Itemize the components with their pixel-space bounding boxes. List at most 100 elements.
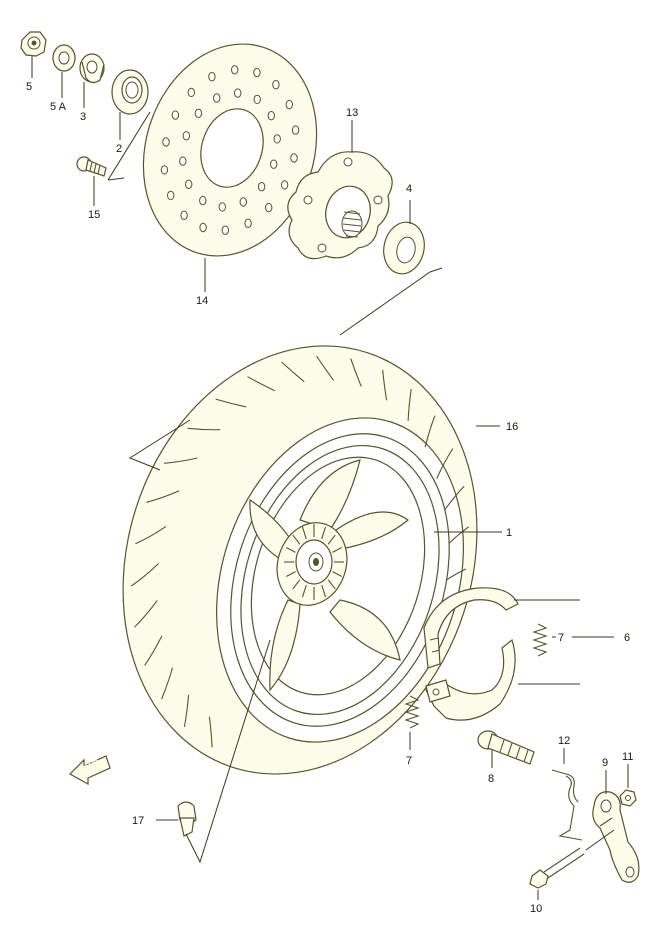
- disc-hole: [180, 210, 188, 221]
- callout-10: 10: [530, 903, 542, 915]
- washer-part-5a: [52, 44, 76, 72]
- disc-hole: [273, 134, 281, 144]
- forward-direction-arrow: [69, 755, 111, 786]
- callout-17: 17: [132, 815, 144, 827]
- hub-fin: [292, 534, 301, 545]
- tread-groove: [215, 398, 247, 408]
- tread-groove: [350, 358, 362, 387]
- callout-12: 12: [558, 735, 570, 747]
- disc-hole: [199, 222, 207, 233]
- disc-hole: [291, 125, 300, 135]
- callout-16: 16: [506, 421, 518, 433]
- hub-fin: [321, 584, 327, 598]
- disc-hole: [272, 80, 280, 90]
- hub-fin: [327, 534, 336, 545]
- spring-lower-part-7: [404, 695, 420, 729]
- tread-groove: [161, 667, 174, 700]
- hub-fin: [292, 579, 301, 590]
- hub-fin: [332, 571, 342, 577]
- disc-hole: [244, 218, 252, 229]
- disc-hole: [185, 179, 193, 190]
- seal-part-2: [111, 69, 149, 115]
- callout-4: 4: [406, 183, 412, 195]
- disc-hole: [265, 202, 273, 213]
- hub-fin: [327, 579, 336, 590]
- hub-fin: [301, 584, 307, 598]
- hub-fin: [321, 526, 327, 540]
- disc-hole: [208, 72, 216, 82]
- disc-hole: [231, 65, 239, 75]
- callout-14: 14: [196, 295, 208, 307]
- tread-groove: [135, 525, 167, 545]
- callout-5a: 5 A: [50, 101, 67, 113]
- disc-hole: [160, 165, 169, 175]
- hub-fin: [332, 547, 342, 553]
- washer-part-4: [383, 221, 425, 275]
- disc-hole: [285, 99, 293, 110]
- disc-hole: [234, 88, 242, 98]
- tread-groove: [187, 427, 221, 431]
- brake-shoe-lower-part-6: [425, 638, 516, 721]
- callout-8: 8: [488, 773, 494, 785]
- tread-groove: [144, 635, 163, 666]
- callout-3: 3: [80, 111, 86, 123]
- spring-upper-part-7: [532, 623, 548, 657]
- tread-groove: [316, 355, 334, 381]
- disc-hole: [221, 225, 230, 235]
- bolt-part-15: [76, 156, 107, 177]
- callout-5: 5: [26, 81, 32, 93]
- hub-fin: [301, 526, 307, 540]
- hub-fin: [286, 571, 296, 577]
- tread-groove: [424, 415, 436, 448]
- brake-cam-part-8: [477, 730, 535, 765]
- disc-hole: [257, 182, 266, 192]
- tread-groove: [436, 448, 454, 479]
- disc-hole: [171, 110, 180, 120]
- collar-part-3: [79, 53, 105, 84]
- tread-groove: [247, 376, 275, 392]
- disc-hole: [218, 202, 227, 212]
- tread-groove: [130, 563, 159, 587]
- return-spring-part-12: [551, 769, 583, 841]
- bolt-part-10: [529, 829, 615, 889]
- callout-1: 1: [506, 527, 512, 539]
- tread-groove: [183, 694, 190, 727]
- hub-fin: [286, 547, 296, 553]
- disc-hole: [179, 156, 187, 166]
- brake-arm-part-9: [592, 791, 640, 883]
- tread-groove: [146, 490, 180, 503]
- callout-6: 6: [624, 632, 630, 644]
- disc-hole: [187, 87, 196, 98]
- disc-hole: [253, 67, 261, 78]
- wheel-rim-part-1: [230, 433, 450, 727]
- disc-hole: [239, 197, 248, 207]
- callout-7-upper: 7: [558, 632, 564, 644]
- disc-hole: [199, 195, 207, 206]
- disc-hole: [280, 180, 289, 190]
- tread-groove: [164, 457, 198, 464]
- callout-9: 9: [602, 757, 608, 769]
- tire-valve-part-17: [177, 801, 197, 837]
- nut-part-5: [20, 31, 47, 57]
- callout-11: 11: [622, 751, 633, 763]
- disc-hole: [213, 93, 221, 103]
- hub-flange-part-13: [287, 151, 393, 260]
- disc-hole: [290, 153, 298, 163]
- tread-groove: [208, 716, 213, 748]
- nut-part-11: [619, 789, 637, 807]
- tread-groove: [281, 361, 305, 383]
- disc-hole: [270, 159, 278, 169]
- callout-2: 2: [116, 143, 122, 155]
- tread-groove: [382, 369, 388, 401]
- tread-groove: [407, 389, 412, 421]
- callout-13: 13: [346, 107, 358, 119]
- disc-hole: [253, 94, 261, 105]
- brake-shoe-upper-part-6: [423, 587, 519, 669]
- tread-groove: [134, 600, 158, 628]
- disc-hole: [182, 131, 191, 141]
- disc-hole: [194, 108, 203, 119]
- callout-7-lower: 7: [406, 755, 412, 767]
- callout-15: 15: [88, 209, 100, 221]
